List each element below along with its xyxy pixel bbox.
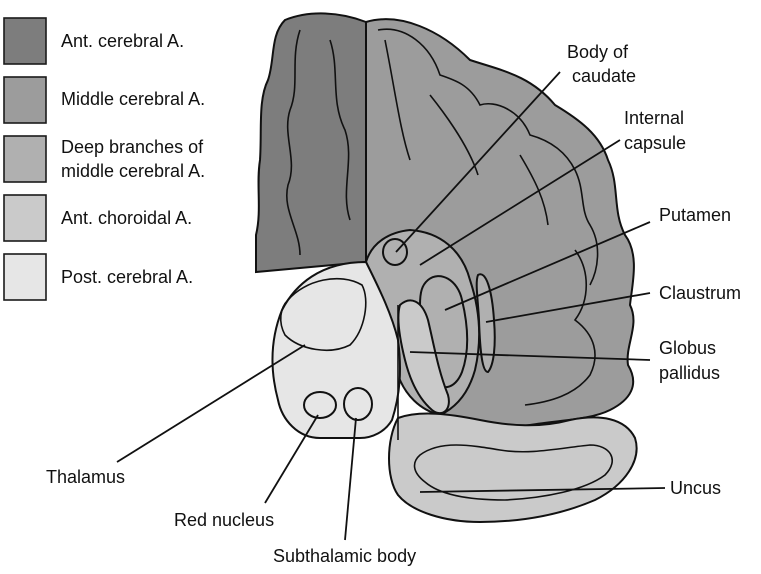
label-red-nucleus: Red nucleus xyxy=(174,510,274,530)
label-globus-pallidus-line2: pallidus xyxy=(659,363,720,383)
legend-label-ant-choroidal: Ant. choroidal A. xyxy=(61,208,192,228)
legend-label-post-cerebral: Post. cerebral A. xyxy=(61,267,193,287)
label-thalamus: Thalamus xyxy=(46,467,125,487)
label-body-of-caudate-line2: caudate xyxy=(572,66,636,86)
legend-swatch-post-cerebral xyxy=(4,254,46,300)
label-internal-capsule-line2: capsule xyxy=(624,133,686,153)
legend-label-middle-cerebral: Middle cerebral A. xyxy=(61,89,205,109)
ant-cerebral-territory xyxy=(256,13,366,272)
legend-label-deep-branches-line1: Deep branches of xyxy=(61,137,204,157)
brain-section xyxy=(256,13,637,522)
legend-swatch-ant-choroidal xyxy=(4,195,46,241)
label-globus-pallidus-line1: Globus xyxy=(659,338,716,358)
red-nucleus xyxy=(304,392,336,418)
legend-swatch-middle-cerebral xyxy=(4,77,46,123)
label-uncus: Uncus xyxy=(670,478,721,498)
uncus-territory xyxy=(389,414,637,522)
legend-swatch-ant-cerebral xyxy=(4,18,46,64)
legend-swatch-deep-branches xyxy=(4,136,46,182)
label-subthalamic-body: Subthalamic body xyxy=(273,546,416,566)
leader-red-nucleus xyxy=(265,415,318,503)
label-claustrum: Claustrum xyxy=(659,283,741,303)
label-body-of-caudate-line1: Body of xyxy=(567,42,629,62)
legend: Ant. cerebral A. Middle cerebral A. Deep… xyxy=(4,18,205,300)
legend-label-ant-cerebral: Ant. cerebral A. xyxy=(61,31,184,51)
subthalamic-body xyxy=(344,388,372,420)
leader-thalamus xyxy=(117,345,305,462)
label-internal-capsule-line1: Internal xyxy=(624,108,684,128)
label-putamen: Putamen xyxy=(659,205,731,225)
legend-label-deep-branches-line2: middle cerebral A. xyxy=(61,161,205,181)
